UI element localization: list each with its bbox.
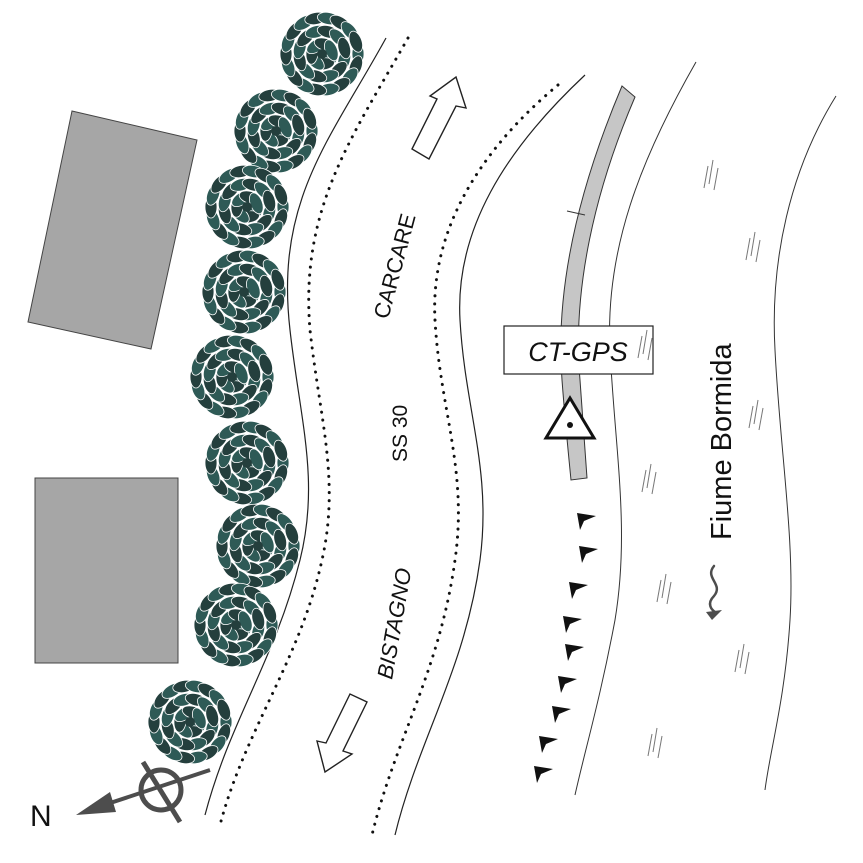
flow-marker-icon [579,546,598,563]
label-ss30: SS 30 [389,405,412,462]
flow-marker-icon [552,706,571,723]
flow-marker-icon [565,644,584,661]
buildings [27,110,198,664]
embankment-strip [560,85,636,481]
station[interactable]: CT-GPS [503,325,654,440]
riverbank-west [574,61,697,796]
tree [193,582,279,668]
water-hatch-icon [656,573,672,605]
north-arrow-head-icon [76,792,116,815]
station-label: CT-GPS [528,337,628,367]
water-hatch-icon [647,727,663,759]
flow-marker-icon [577,513,596,530]
flow-marker-icon [569,582,588,599]
label-bistagno: BISTAGNO [372,566,416,681]
flow-marker-icon [539,736,558,753]
arrow-south-icon [316,693,368,774]
tree [147,679,233,765]
water-hatch-icon [703,159,719,191]
tree [204,164,290,250]
building-north [27,110,198,350]
flow-marker-icon [534,766,553,783]
embankment-joint [566,210,586,216]
survey-marker-icon[interactable] [543,395,597,440]
water-hatch-icon [745,231,761,263]
road-lane-dotted-west [218,36,410,827]
tree [201,249,287,335]
flow-markers [534,513,598,783]
station-label-box [503,325,654,375]
water-hatch-icon [637,329,653,361]
flow-marker-icon [558,676,577,693]
river-label: Fiume Bormida [706,343,738,540]
trees [147,11,365,765]
tree [279,11,365,97]
arrow-north-icon [411,75,468,160]
road-edge-west [204,37,387,816]
direction-arrows [316,75,468,774]
label-carcare: CARCARE [369,211,421,321]
survey-marker-dot [567,422,573,428]
river-banks [574,61,837,796]
flow-marker-icon [563,616,582,633]
embankment [560,85,636,481]
road-lane-dotted-east [370,83,560,837]
water-hatch-icon [748,399,764,431]
north-arrow: N [30,760,211,833]
building-south [34,477,179,664]
tree [233,88,319,174]
water-hatch-icon [641,463,657,495]
north-label: N [30,800,52,833]
compass-crosshair-icon [138,760,184,824]
water-hatches [637,159,764,759]
river-flow-arrow-icon [706,564,722,620]
tree [189,334,275,420]
water-hatch-icon [734,643,750,675]
road-edge-east [394,74,586,836]
road [204,36,586,837]
tree [204,420,290,506]
riverbank-east [764,95,837,791]
tree [215,503,301,589]
